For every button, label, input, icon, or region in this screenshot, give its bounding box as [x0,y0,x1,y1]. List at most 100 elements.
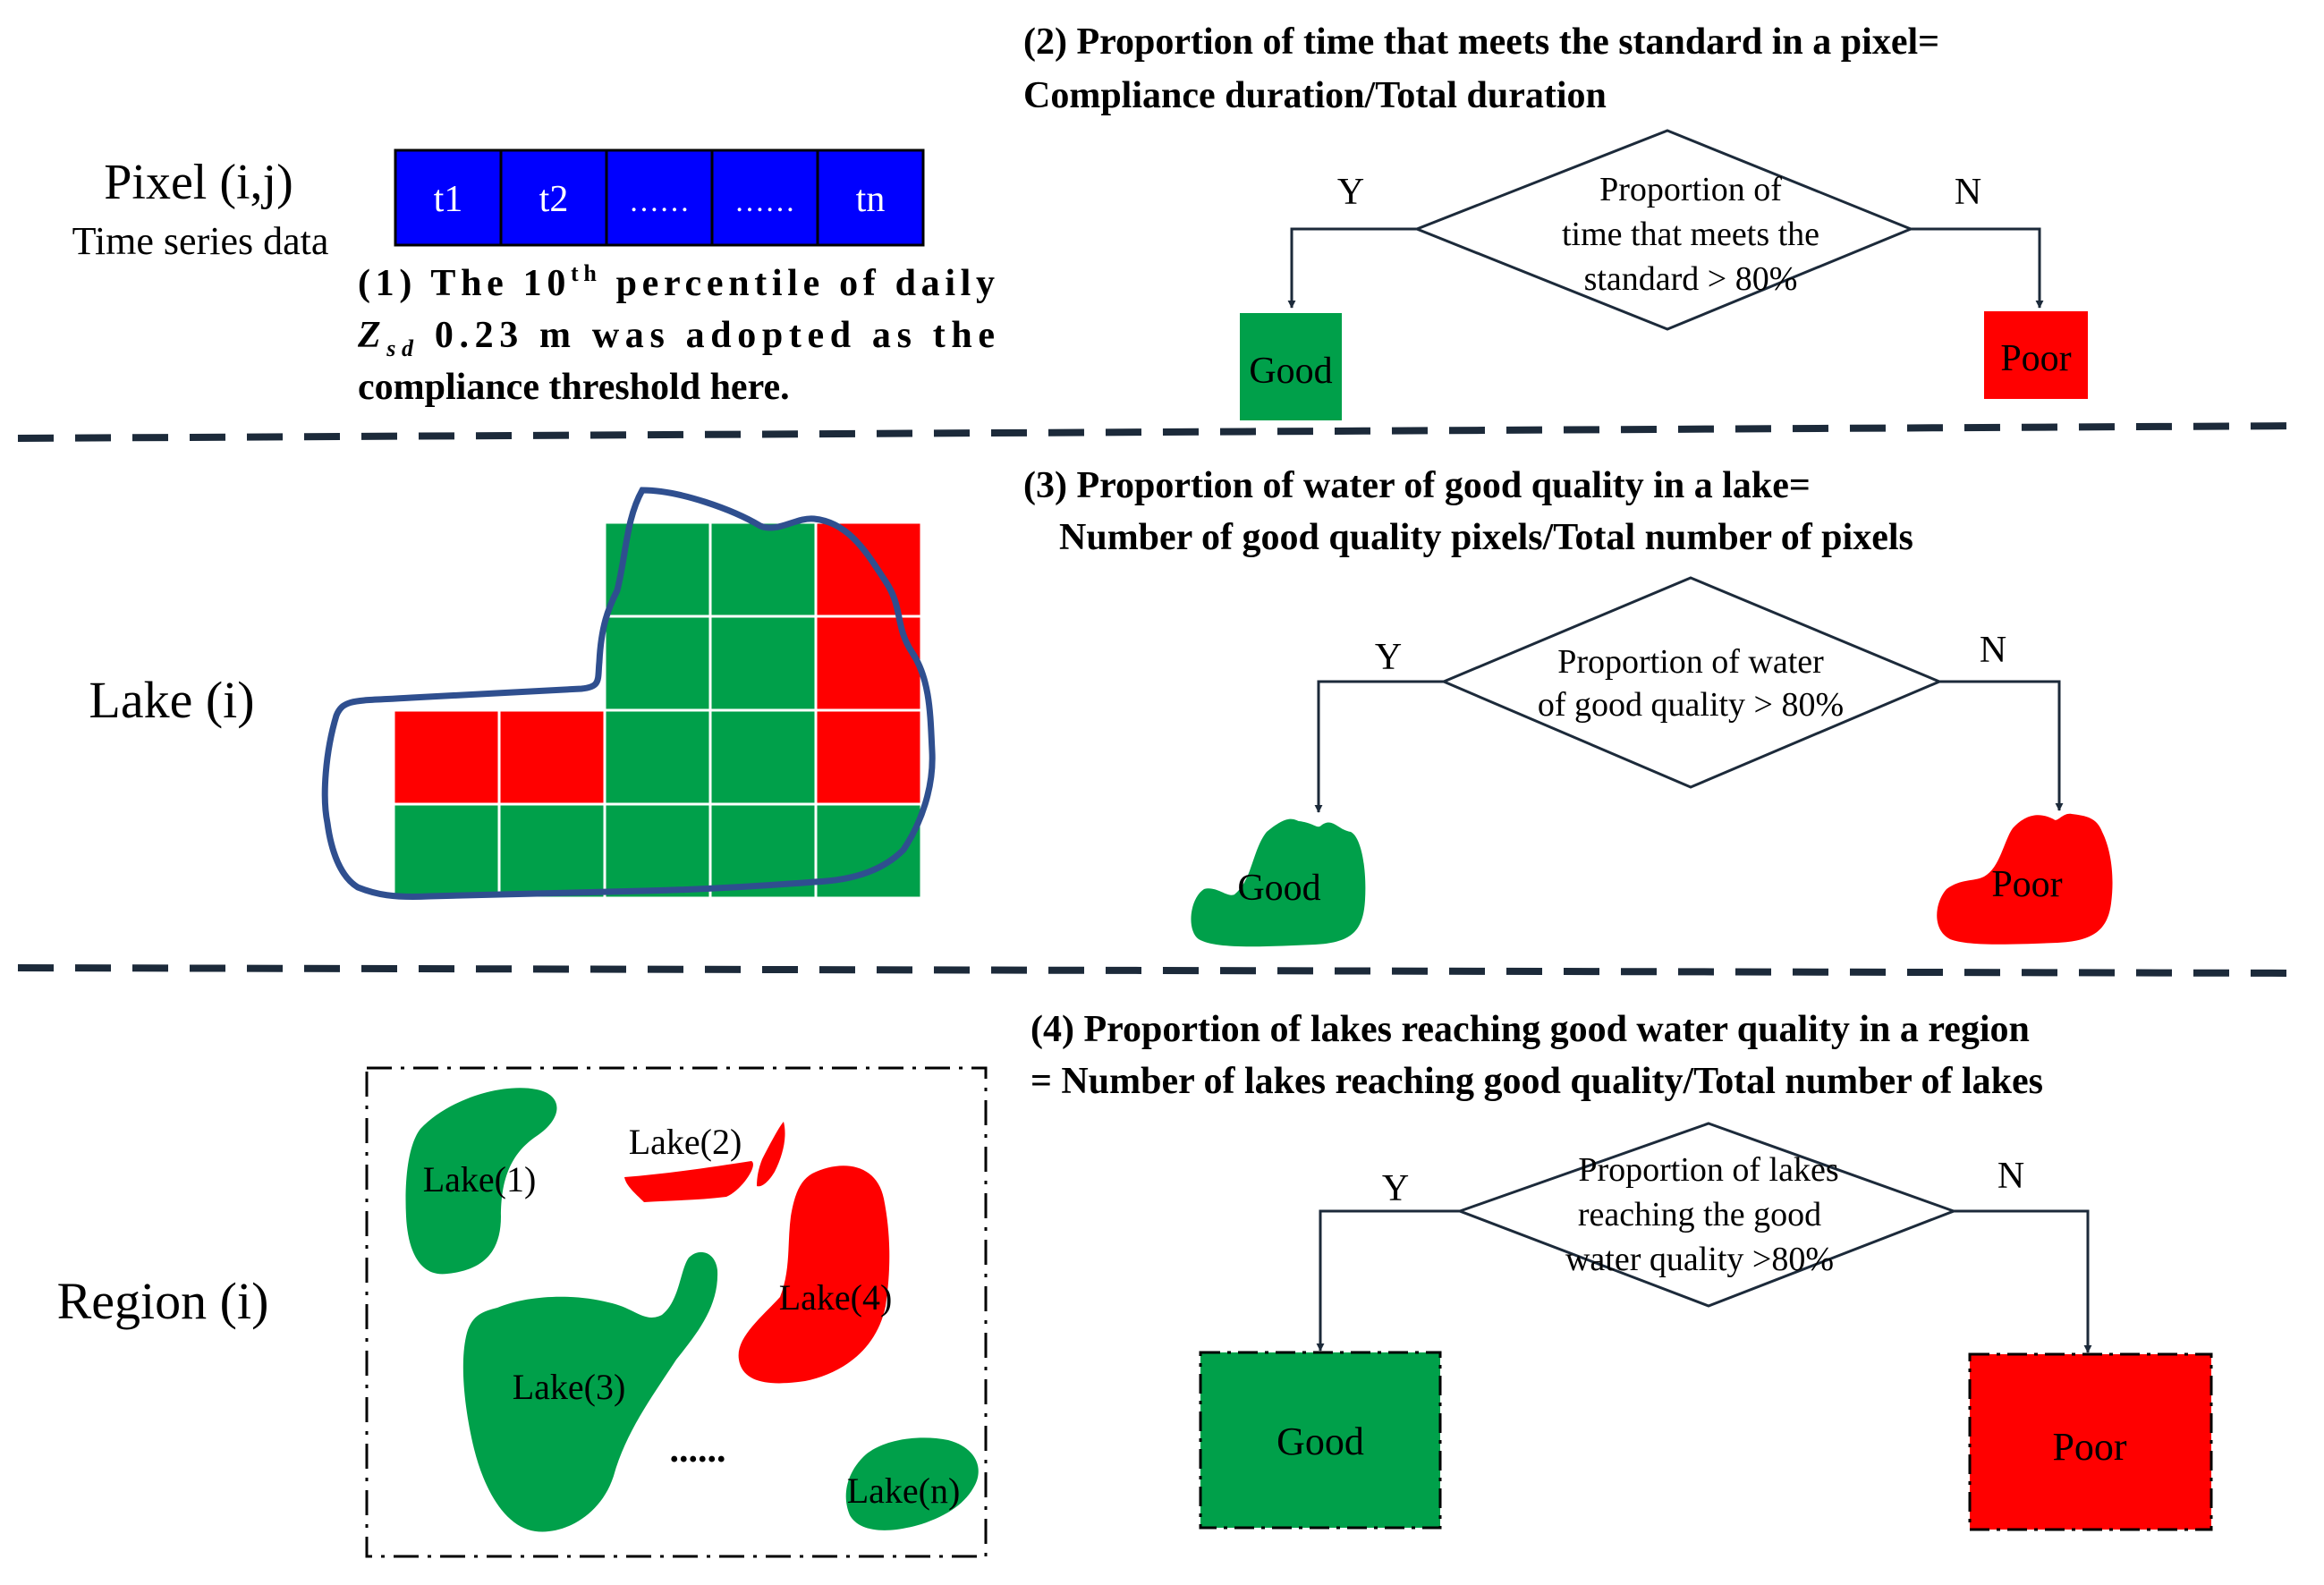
time-series-cells: t1 t2 …… …… tn [394,148,925,247]
step4-decision-diamond [1455,1122,1958,1308]
step4-decision-line3: water quality >80% [1565,1241,1834,1278]
time-cell [816,148,925,247]
time-cell-label: t1 [434,179,463,220]
lake-pixel-cell [603,708,712,806]
time-cell [605,148,714,247]
step3-good-lake-shape [1191,818,1366,947]
lake-pixel-cell [603,802,712,900]
step3-decision-line2: of good quality > 80% [1538,686,1844,724]
step2-decision-line3: standard > 80% [1584,260,1798,298]
lake-pixel-cell [814,708,923,806]
step2-no-connector [1911,227,2044,309]
lake-pixel-cell [814,615,923,712]
threshold-note-line1-a: (1) The 10 [358,263,565,304]
region-title: Region (i) [57,1272,269,1330]
pixel-section: Pixel (i,j) Time series data t1 t2 …… ……… [72,148,995,408]
lake-1-label: Lake(1) [423,1159,537,1199]
lake-n-shape [845,1437,979,1530]
step4-decision-line1: Proportion of lakes [1578,1151,1838,1189]
lake-3-label: Lake(3) [513,1367,626,1407]
lake-pixel-cell [497,708,606,806]
step2-good-label: Good [1249,351,1332,392]
lake-2-label: Lake(2) [629,1122,742,1162]
step3-section: (3) Proportion of water of good quality … [1023,465,2113,947]
pixel-subtitle: Time series data [72,219,329,263]
time-cell [394,148,503,247]
threshold-note-line1-b: percentile of daily [601,263,995,304]
time-cell-label: t2 [539,179,569,220]
lake-section: Lake (i) [89,487,936,900]
step2-decision-diamond-shape [1412,129,1914,331]
time-cell-label: …… [629,185,690,218]
threshold-note-z: Z [357,315,381,356]
pixel-title: Pixel (i,j) [104,155,293,210]
step4-good-label: Good [1277,1420,1364,1463]
region-boundary [365,1066,988,1558]
lake-pixel-cell [814,521,923,618]
lake-1-shape [405,1088,557,1275]
lake-pixel-cell [497,802,606,900]
section-divider-bottom [17,964,2307,977]
step3-poor-label: Poor [1991,864,2062,905]
time-cell [499,148,608,247]
section-divider-top [17,422,2307,442]
lake-2-shape [624,1122,785,1202]
step4-no-label: N [1997,1156,2024,1197]
step4-decision-line2: reaching the good [1578,1196,1821,1233]
step4-heading-line1: (4) Proportion of lakes reaching good wa… [1031,1009,2030,1050]
step2-poor-label: Poor [2000,338,2071,379]
step3-no-label: N [1980,630,2006,671]
lake-title: Lake (i) [89,671,254,729]
step2-poor-box [1984,311,2088,399]
step3-heading-line2: Number of good quality pixels/Total numb… [1059,517,1913,558]
step2-yes-label: Y [1337,172,1364,213]
step4-poor-label: Poor [2052,1425,2126,1469]
step2-no-label: N [1955,172,1981,213]
lake-pixel-cell [708,615,818,712]
threshold-note-line3: compliance threshold here. [358,367,790,408]
lake-pixel-cell [708,708,818,806]
step2-decision-line2: time that meets the [1562,216,1819,253]
step4-heading-line2: = Number of lakes reaching good quality/… [1031,1061,2043,1102]
time-cell-label: …… [734,185,795,218]
step3-heading-line1: (3) Proportion of water of good quality … [1023,465,1811,506]
lake-pixel-cell [603,615,712,712]
lake-pixel-cell [392,708,501,806]
lake-boundary-outline [321,487,936,900]
lake-pixel-cell [392,802,501,900]
lake-pixel-grid [392,521,923,900]
step2-heading-line1: (2) Proportion of time that meets the st… [1023,21,1939,63]
step3-decision-line1: Proportion of water [1557,643,1824,681]
step3-decision-diamond [1440,576,1943,789]
step4-yes-connector [1316,1209,1460,1352]
step3-no-connector [1939,680,2064,811]
step3-yes-connector [1314,680,1444,813]
step4-poor-box [1968,1352,2213,1531]
threshold-note-sub: sd [386,335,414,361]
threshold-note-line2-rest: 0.23 m was adopted as the [420,315,995,356]
region-ellipsis: ...... [670,1429,726,1471]
region-section: Region (i) Lake(1) Lake(2) Lake(3) Lake(… [57,1066,988,1558]
lake-4-shape [738,1165,890,1384]
step4-no-connector [1954,1209,2092,1353]
lake-4-label: Lake(4) [779,1277,893,1318]
step4-good-box [1199,1351,1442,1530]
lake-pixel-cell [708,521,818,618]
step3-poor-lake-shape [1937,813,2113,945]
step2-yes-connector [1287,227,1417,309]
lake-n-label: Lake(n) [847,1471,961,1511]
step3-yes-label: Y [1375,637,1402,678]
step2-heading-line2: Compliance duration/Total duration [1023,75,1607,116]
step2-good-box [1240,313,1342,420]
step3-good-label: Good [1237,868,1320,909]
step4-section: (4) Proportion of lakes reaching good wa… [1031,1009,2213,1531]
step4-yes-label: Y [1382,1168,1409,1209]
step2-decision-line1: Proportion of [1599,171,1782,208]
lake-3-shape [462,1251,718,1532]
time-cell-label: tn [856,179,886,220]
step2-section: (2) Proportion of time that meets the st… [1023,21,2088,420]
